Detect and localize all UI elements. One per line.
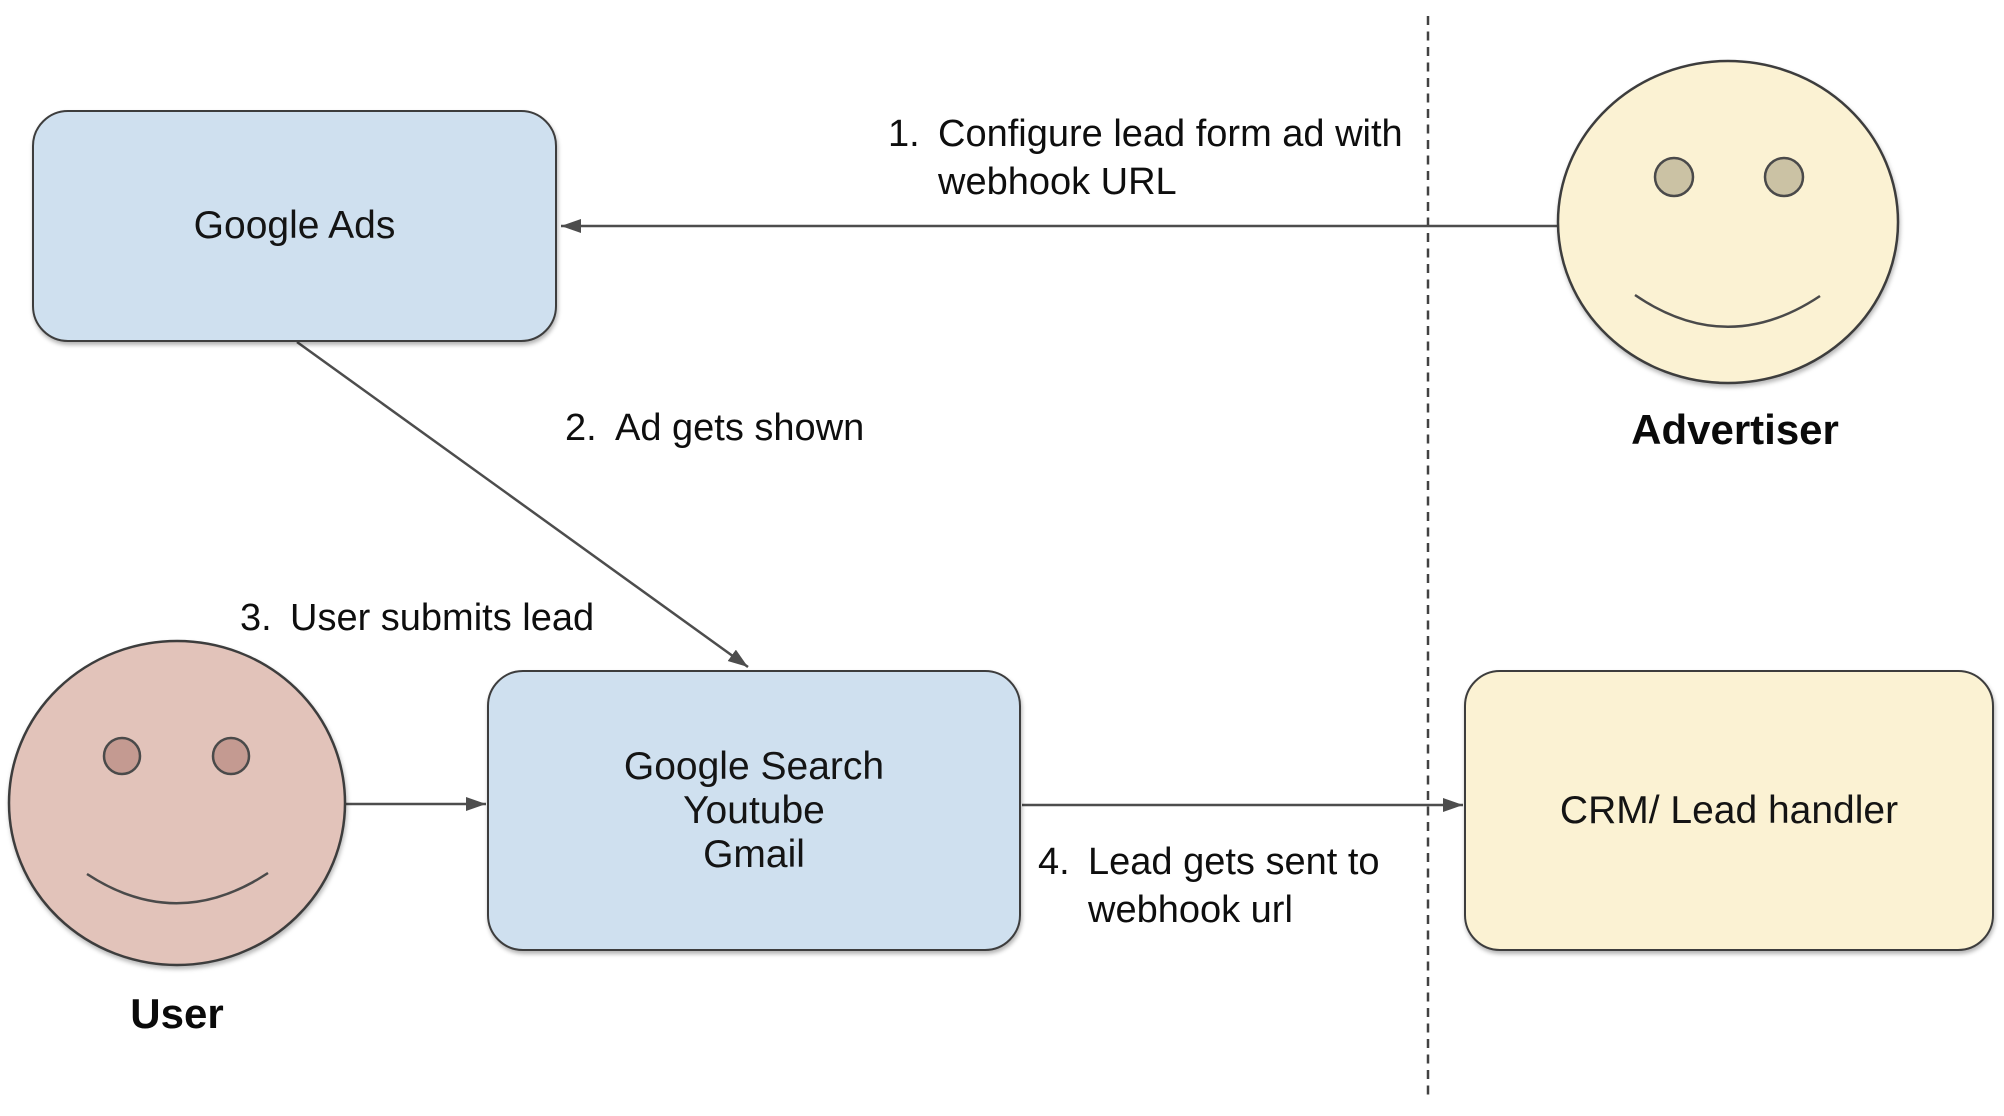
user-head	[7, 639, 347, 967]
advertiser-left-eye	[1653, 156, 1695, 198]
advertiser-label: Advertiser	[1631, 406, 1839, 453]
node-crm-lead-handler: CRM/ Lead handler	[1464, 670, 1994, 951]
node-google-ads: Google Ads	[32, 110, 557, 342]
node-google-surfaces: Google Search Youtube Gmail	[487, 670, 1021, 951]
step-1-configure-lead-form: 1. Configure lead form ad with webhook U…	[888, 110, 1403, 206]
arrow-ad-gets-shown	[296, 340, 749, 669]
step-2-number: 2.	[565, 407, 597, 449]
step-3-text: User submits lead	[290, 597, 595, 639]
user-right-eye	[211, 736, 251, 776]
step-3-user-submits-lead: 3. User submits lead	[240, 594, 594, 642]
node-crm-label: CRM/ Lead handler	[1559, 788, 1899, 832]
node-google-ads-label: Google Ads	[193, 204, 396, 247]
node-google-surfaces-label: Google Search Youtube Gmail	[623, 744, 885, 876]
advertiser-mouth	[1634, 293, 1821, 328]
advertiser-right-eye	[1763, 156, 1805, 198]
step-2-text: Ad gets shown	[615, 407, 865, 449]
user-label: User	[130, 990, 224, 1037]
advertiser-face-icon	[1556, 59, 1900, 385]
step-4-lead-sent-webhook: 4. Lead gets sent to webhook url	[1038, 838, 1380, 934]
user-left-eye	[102, 736, 142, 776]
step-4-text: Lead gets sent to webhook url	[1088, 841, 1380, 931]
step-4-number: 4.	[1038, 841, 1070, 883]
user-mouth	[86, 871, 269, 905]
advertiser-head	[1556, 59, 1900, 385]
step-2-ad-gets-shown: 2. Ad gets shown	[565, 404, 864, 452]
step-3-number: 3.	[240, 597, 272, 639]
user-face-icon	[7, 639, 347, 967]
step-1-text: Configure lead form ad with webhook URL	[938, 113, 1403, 203]
step-1-number: 1.	[888, 113, 920, 155]
